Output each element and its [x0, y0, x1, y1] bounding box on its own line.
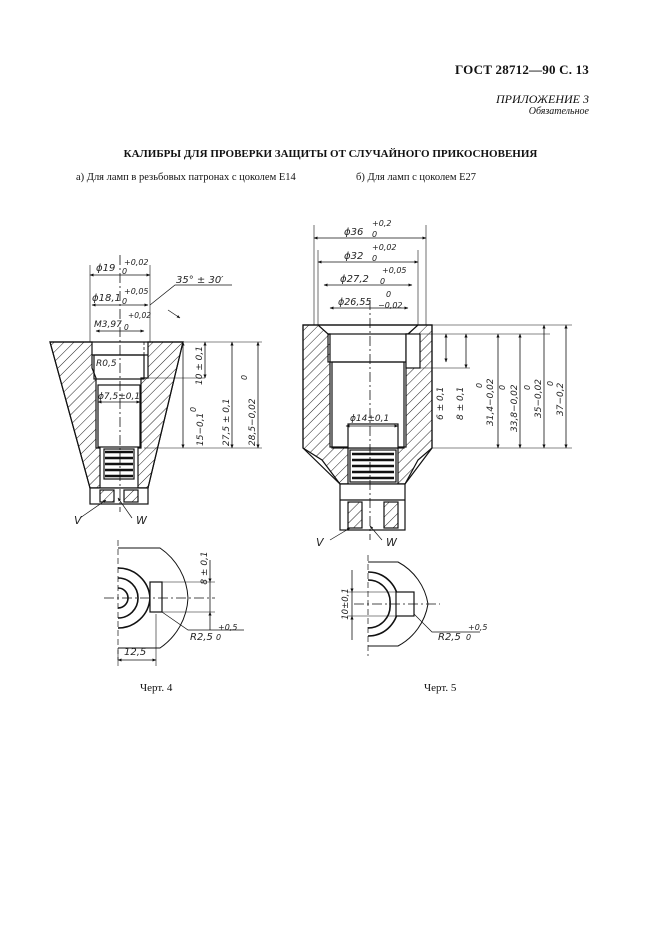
dim-r-d2: ϕ32	[344, 251, 363, 262]
dim-slot-r-tol-up: +0,5	[218, 623, 237, 632]
dim-h2-up: 0	[189, 407, 198, 412]
dim-r-slot-r-tol-up: +0,5	[468, 623, 487, 632]
label-r-w: W	[386, 536, 398, 549]
dim-r-d2-tol-low: 0	[372, 254, 377, 263]
gauge-e27-drawing	[302, 225, 572, 541]
label-w: W	[136, 514, 148, 527]
appendix-label: ПРИЛОЖЕНИЕ 3	[496, 92, 589, 106]
dim-slot-w: 12,5	[124, 647, 146, 658]
body-right-section	[137, 341, 184, 489]
standard-number: ГОСТ 28712—90 С. 13	[455, 62, 589, 77]
dim-r-d3-tol-low: 0	[380, 277, 385, 286]
dim-thread-tol-low: 0	[124, 323, 129, 332]
appendix-status: Обязательное	[528, 106, 589, 117]
gauge-e14-dimensions: ϕ19 +0,02 0 ϕ18,1 +0,05 0 М3,97 +0,02 0 …	[74, 258, 258, 527]
document-header: ГОСТ 28712—90 С. 13 ПРИЛОЖЕНИЕ 3 Обязате…	[0, 0, 661, 140]
body-left-section	[49, 341, 101, 489]
dim-h4: 28,5−0,02	[248, 398, 258, 446]
caption-drawing-4: Черт. 4	[140, 682, 173, 694]
dim-h3: 27,5 ± 0,1	[222, 398, 232, 446]
dim-d2-tol-low: 0	[122, 297, 127, 306]
dim-d1: ϕ19	[96, 263, 115, 274]
dim-r-d3-tol-up: +0,05	[382, 266, 407, 275]
dim-r-h3-up: 0	[475, 383, 484, 388]
dim-r-h1: 6 ± 0,1	[436, 387, 446, 420]
dim-r-h4: 33,8−0,02	[510, 384, 520, 432]
dim-r-bore: ϕ14±0,1	[350, 414, 389, 424]
dim-h4-up: 0	[240, 375, 249, 380]
dim-slot-r-tol-low: 0	[216, 633, 221, 642]
subtitle-left: а) Для ламп в резьбовых патронах с цокол…	[76, 172, 296, 183]
dim-r-slot-r: R2,5	[438, 632, 461, 643]
dim-r-h3: 31,4−0,02	[486, 378, 496, 426]
gauge-e14-slot-dimensions: 8 ± 0,1 R2,5 +0,5 0 12,5	[124, 551, 237, 658]
dim-d2-tol-up: +0,05	[124, 287, 149, 296]
dim-r-h5-up: 0	[523, 385, 532, 390]
subtitle-right: б) Для ламп с цоколем Е27	[356, 172, 477, 183]
dim-r-h4-up: 0	[498, 385, 507, 390]
dim-d1-tol-up: +0,02	[124, 258, 149, 267]
gauge-e27-slot-dimensions: 10±0,1 R2,5 +0,5 0	[341, 588, 487, 643]
dim-angle: 35° ± 30′	[176, 275, 224, 286]
page-title: КАЛИБРЫ ДЛЯ ПРОВЕРКИ ЗАЩИТЫ ОТ СЛУЧАЙНОГ…	[123, 148, 538, 160]
dim-r-h5: 35−0,02	[534, 379, 544, 418]
label-r-v: V	[316, 536, 325, 549]
dim-slot-r: R2,5	[190, 632, 213, 643]
dim-r-h6-up: 0	[546, 381, 555, 386]
dim-r-slot-h: 10±0,1	[341, 588, 351, 619]
gauge-e14-drawing	[49, 255, 262, 519]
dim-r-d1: ϕ36	[344, 227, 363, 238]
dim-h2: 15−0,1	[196, 413, 206, 446]
gauge-e27-slot-detail	[348, 555, 480, 656]
dim-radius: R0,5	[96, 359, 117, 369]
dim-thread: М3,97	[94, 320, 122, 330]
dim-thread-tol-up: +0,02	[128, 311, 151, 320]
dim-h1: 10 ± 0,1	[195, 346, 205, 385]
dim-r-d3: ϕ27,2	[340, 274, 369, 285]
dim-bore: ϕ7,5±0,1	[98, 392, 140, 402]
dim-r-d4: ϕ26,55	[338, 297, 371, 308]
dim-d1-tol-low: 0	[122, 267, 127, 276]
dim-r-d1-tol-up: +0,2	[372, 219, 391, 228]
label-v: V	[74, 514, 83, 527]
caption-drawing-5: Черт. 5	[424, 682, 457, 694]
gauge-e14-slot-detail	[104, 540, 244, 666]
gauge-e27-dimensions: ϕ36 +0,2 0 ϕ32 +0,02 0 ϕ27,2 +0,05 0 ϕ26…	[316, 219, 566, 549]
dim-r-d4-tol-low: −0,02	[378, 301, 403, 310]
dim-r-h2: 8 ± 0,1	[456, 387, 466, 420]
dim-r-slot-r-tol-low: 0	[466, 633, 471, 642]
dim-r-d4-tol-up: 0	[386, 290, 391, 299]
spring-left	[103, 448, 135, 480]
dim-r-h6: 37−0,2	[556, 382, 566, 416]
spring-right	[349, 449, 397, 483]
dim-r-d2-tol-up: +0,02	[372, 243, 397, 252]
dim-slot-h: 8 ± 0,1	[200, 551, 210, 584]
dim-r-d1-tol-low: 0	[372, 230, 377, 239]
dim-d2: ϕ18,1	[92, 293, 121, 304]
